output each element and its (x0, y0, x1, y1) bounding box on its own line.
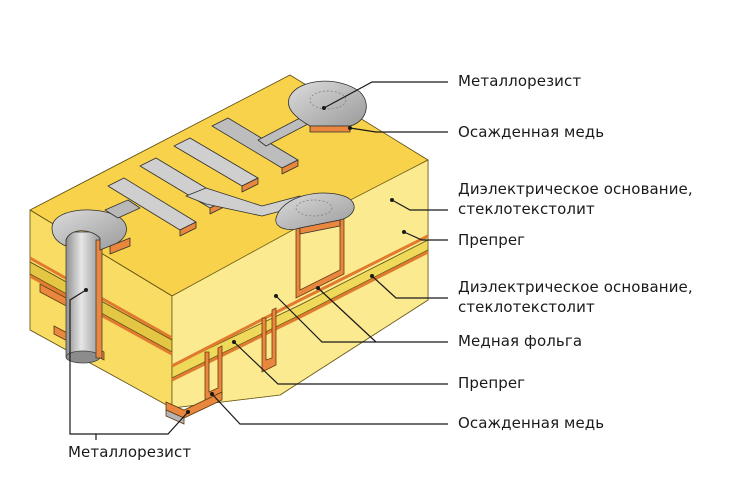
dot-metalloresist-via (84, 288, 88, 292)
left-top-pad-copper (109, 237, 131, 255)
cutaway-pad (275, 192, 355, 230)
leader-prepreg-1 (403, 231, 448, 241)
dot-metalloresist-bottom (186, 410, 190, 414)
dot-metalloresist-top (322, 106, 326, 110)
copper-foil-line-1 (171, 234, 429, 368)
through-hole-bottom (65, 350, 101, 364)
label-metalloresist-bottom: Металлорезист (68, 443, 192, 461)
label-prepreg-1: Препрег (458, 231, 526, 249)
trace-3-side (241, 177, 259, 193)
top-traces (51, 80, 367, 255)
leader-metalloresist-bottom (95, 411, 189, 440)
top-right-pad-hole (309, 90, 347, 110)
trace-1-side (179, 221, 197, 237)
label-dielectric-1-line2: стеклотекстолит (458, 200, 595, 218)
left-top-pad (51, 209, 127, 251)
dot-prepreg-2 (232, 340, 236, 344)
leader-copper-foil-a (275, 295, 448, 343)
label-copper-foil: Медная фольга (458, 332, 583, 350)
dot-copper-foil-b (316, 286, 320, 290)
through-hole-via (65, 231, 103, 364)
through-hole-copper-edge (95, 239, 103, 359)
top-right-pad-copper (309, 125, 351, 133)
label-deposited-copper-top: Осажденная медь (458, 123, 605, 141)
leader-dielectric-2 (371, 275, 448, 299)
cutaway-pad-copper (299, 219, 341, 235)
leader-metalloresist-top (323, 81, 448, 109)
label-dielectric-2-line2: стеклотекстолит (458, 298, 595, 316)
label-deposited-copper-bottom: Осажденная медь (458, 414, 605, 432)
trace-4-side (281, 159, 299, 175)
top-right-pad (288, 80, 367, 127)
leader-deposited-copper-top (349, 127, 448, 133)
leader-dielectric-1 (391, 199, 448, 211)
leader-copper-foil-b (317, 287, 377, 343)
leader-deposited-copper-bottom (211, 393, 448, 425)
through-hole-barrel (65, 231, 101, 358)
label-metalloresist-top: Металлорезист (458, 72, 582, 90)
trace-left-connector (104, 199, 141, 219)
leader-lines (69, 81, 448, 440)
leader-prepreg-2 (233, 341, 448, 385)
dot-copper-foil-a (274, 294, 278, 298)
blind-via (204, 209, 345, 404)
buried-via-walls (261, 307, 277, 373)
dot-deposited-copper-bottom (210, 392, 214, 396)
dot-dielectric-1 (390, 198, 394, 202)
label-dielectric-2-line1: Диэлектрическое основание, (458, 278, 693, 296)
label-dielectric-1-line1: Диэлектрическое основание, (458, 180, 693, 198)
dot-deposited-copper-top (348, 126, 352, 130)
label-prepreg-2: Препрег (458, 374, 526, 392)
dot-prepreg-1 (402, 230, 406, 234)
cutaway-pad-hole (295, 199, 333, 217)
leader-dots (84, 106, 406, 414)
dot-dielectric-2 (370, 274, 374, 278)
pad-hole-hints (295, 90, 347, 217)
copper-foil-line-2 (171, 250, 429, 382)
leader-metalloresist-via (69, 289, 96, 435)
